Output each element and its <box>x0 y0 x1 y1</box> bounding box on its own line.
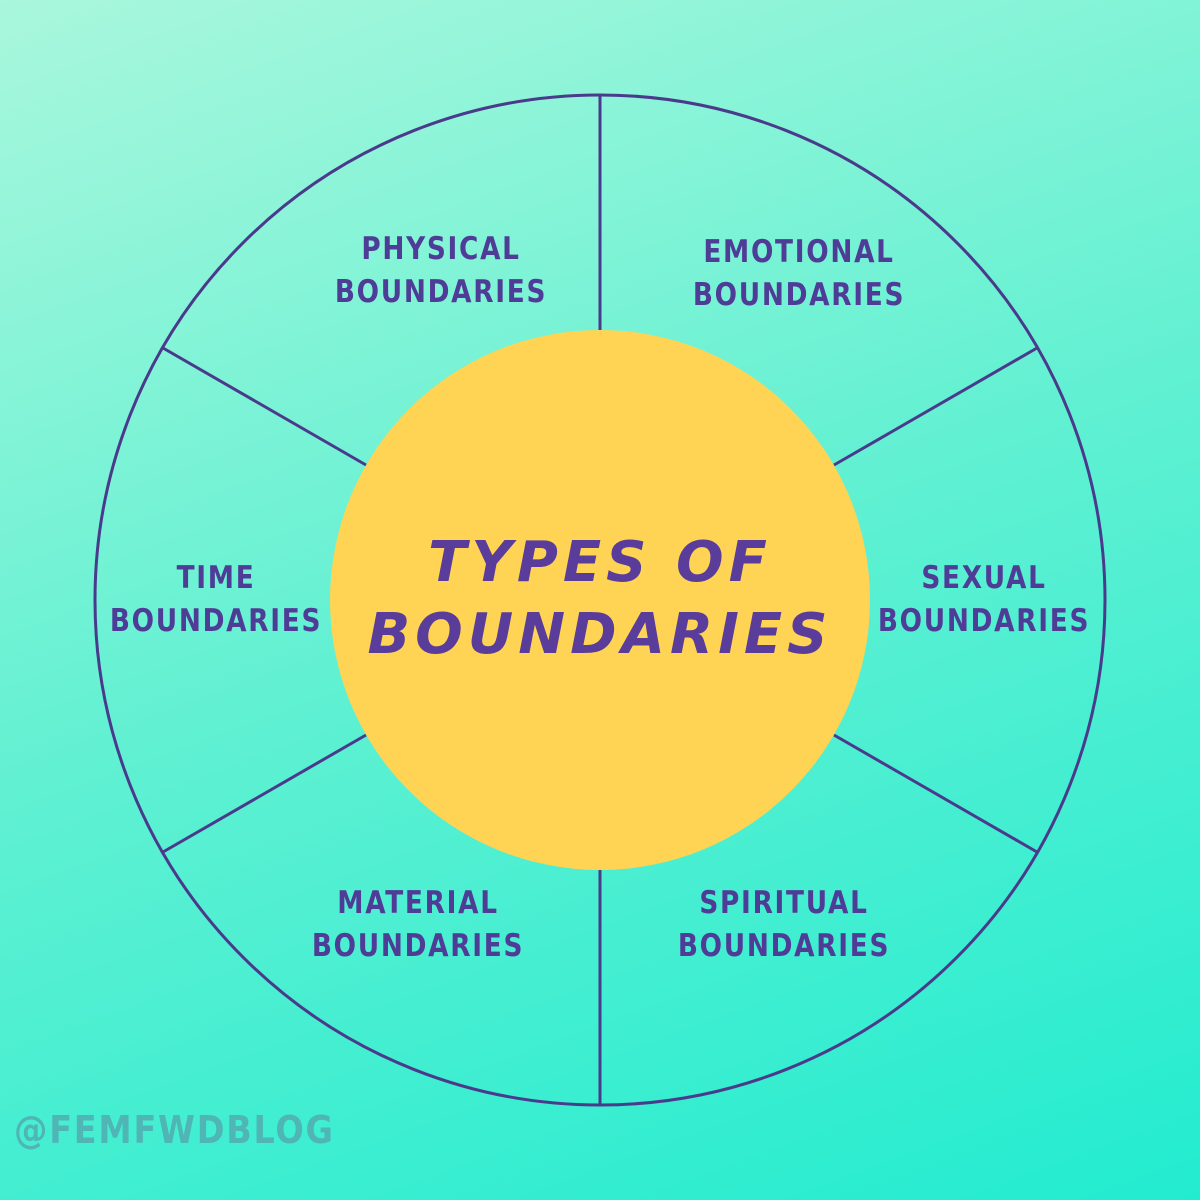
segment-spiritual: SPIRITUAL BOUNDARIES <box>657 882 912 968</box>
segment-emotional: EMOTIONAL BOUNDARIES <box>672 231 927 317</box>
segment-time: TIME BOUNDARIES <box>89 557 344 643</box>
segment-physical: PHYSICAL BOUNDARIES <box>314 228 569 314</box>
segment-sexual-line1: SEXUAL <box>921 560 1047 596</box>
center-circle <box>330 330 870 870</box>
segment-sexual-line2: BOUNDARIES <box>877 603 1091 639</box>
segment-time-line2: BOUNDARIES <box>109 603 323 639</box>
divider-bottom-left <box>162 733 367 854</box>
divider-bottom-right <box>833 733 1038 854</box>
social-handle: @FEMFWDBLOG <box>14 1108 335 1152</box>
segment-sexual: SEXUAL BOUNDARIES <box>857 557 1112 643</box>
center-title-line1: TYPES OF <box>428 530 772 595</box>
segment-spiritual-line1: SPIRITUAL <box>699 885 869 921</box>
divider-top-left <box>162 346 367 467</box>
segment-physical-line2: BOUNDARIES <box>334 274 548 310</box>
segment-physical-line1: PHYSICAL <box>361 231 521 267</box>
center-title-line2: BOUNDARIES <box>367 602 833 667</box>
segment-emotional-line2: BOUNDARIES <box>692 277 906 313</box>
segment-material-line2: BOUNDARIES <box>311 928 525 964</box>
segment-material-line1: MATERIAL <box>337 885 499 921</box>
divider-top-right <box>833 346 1038 467</box>
segment-emotional-line1: EMOTIONAL <box>703 234 895 270</box>
center-title: TYPES OF BOUNDARIES <box>360 527 840 671</box>
segment-material: MATERIAL BOUNDARIES <box>291 882 546 968</box>
segment-spiritual-line2: BOUNDARIES <box>677 928 891 964</box>
segment-time-line1: TIME <box>176 560 256 596</box>
